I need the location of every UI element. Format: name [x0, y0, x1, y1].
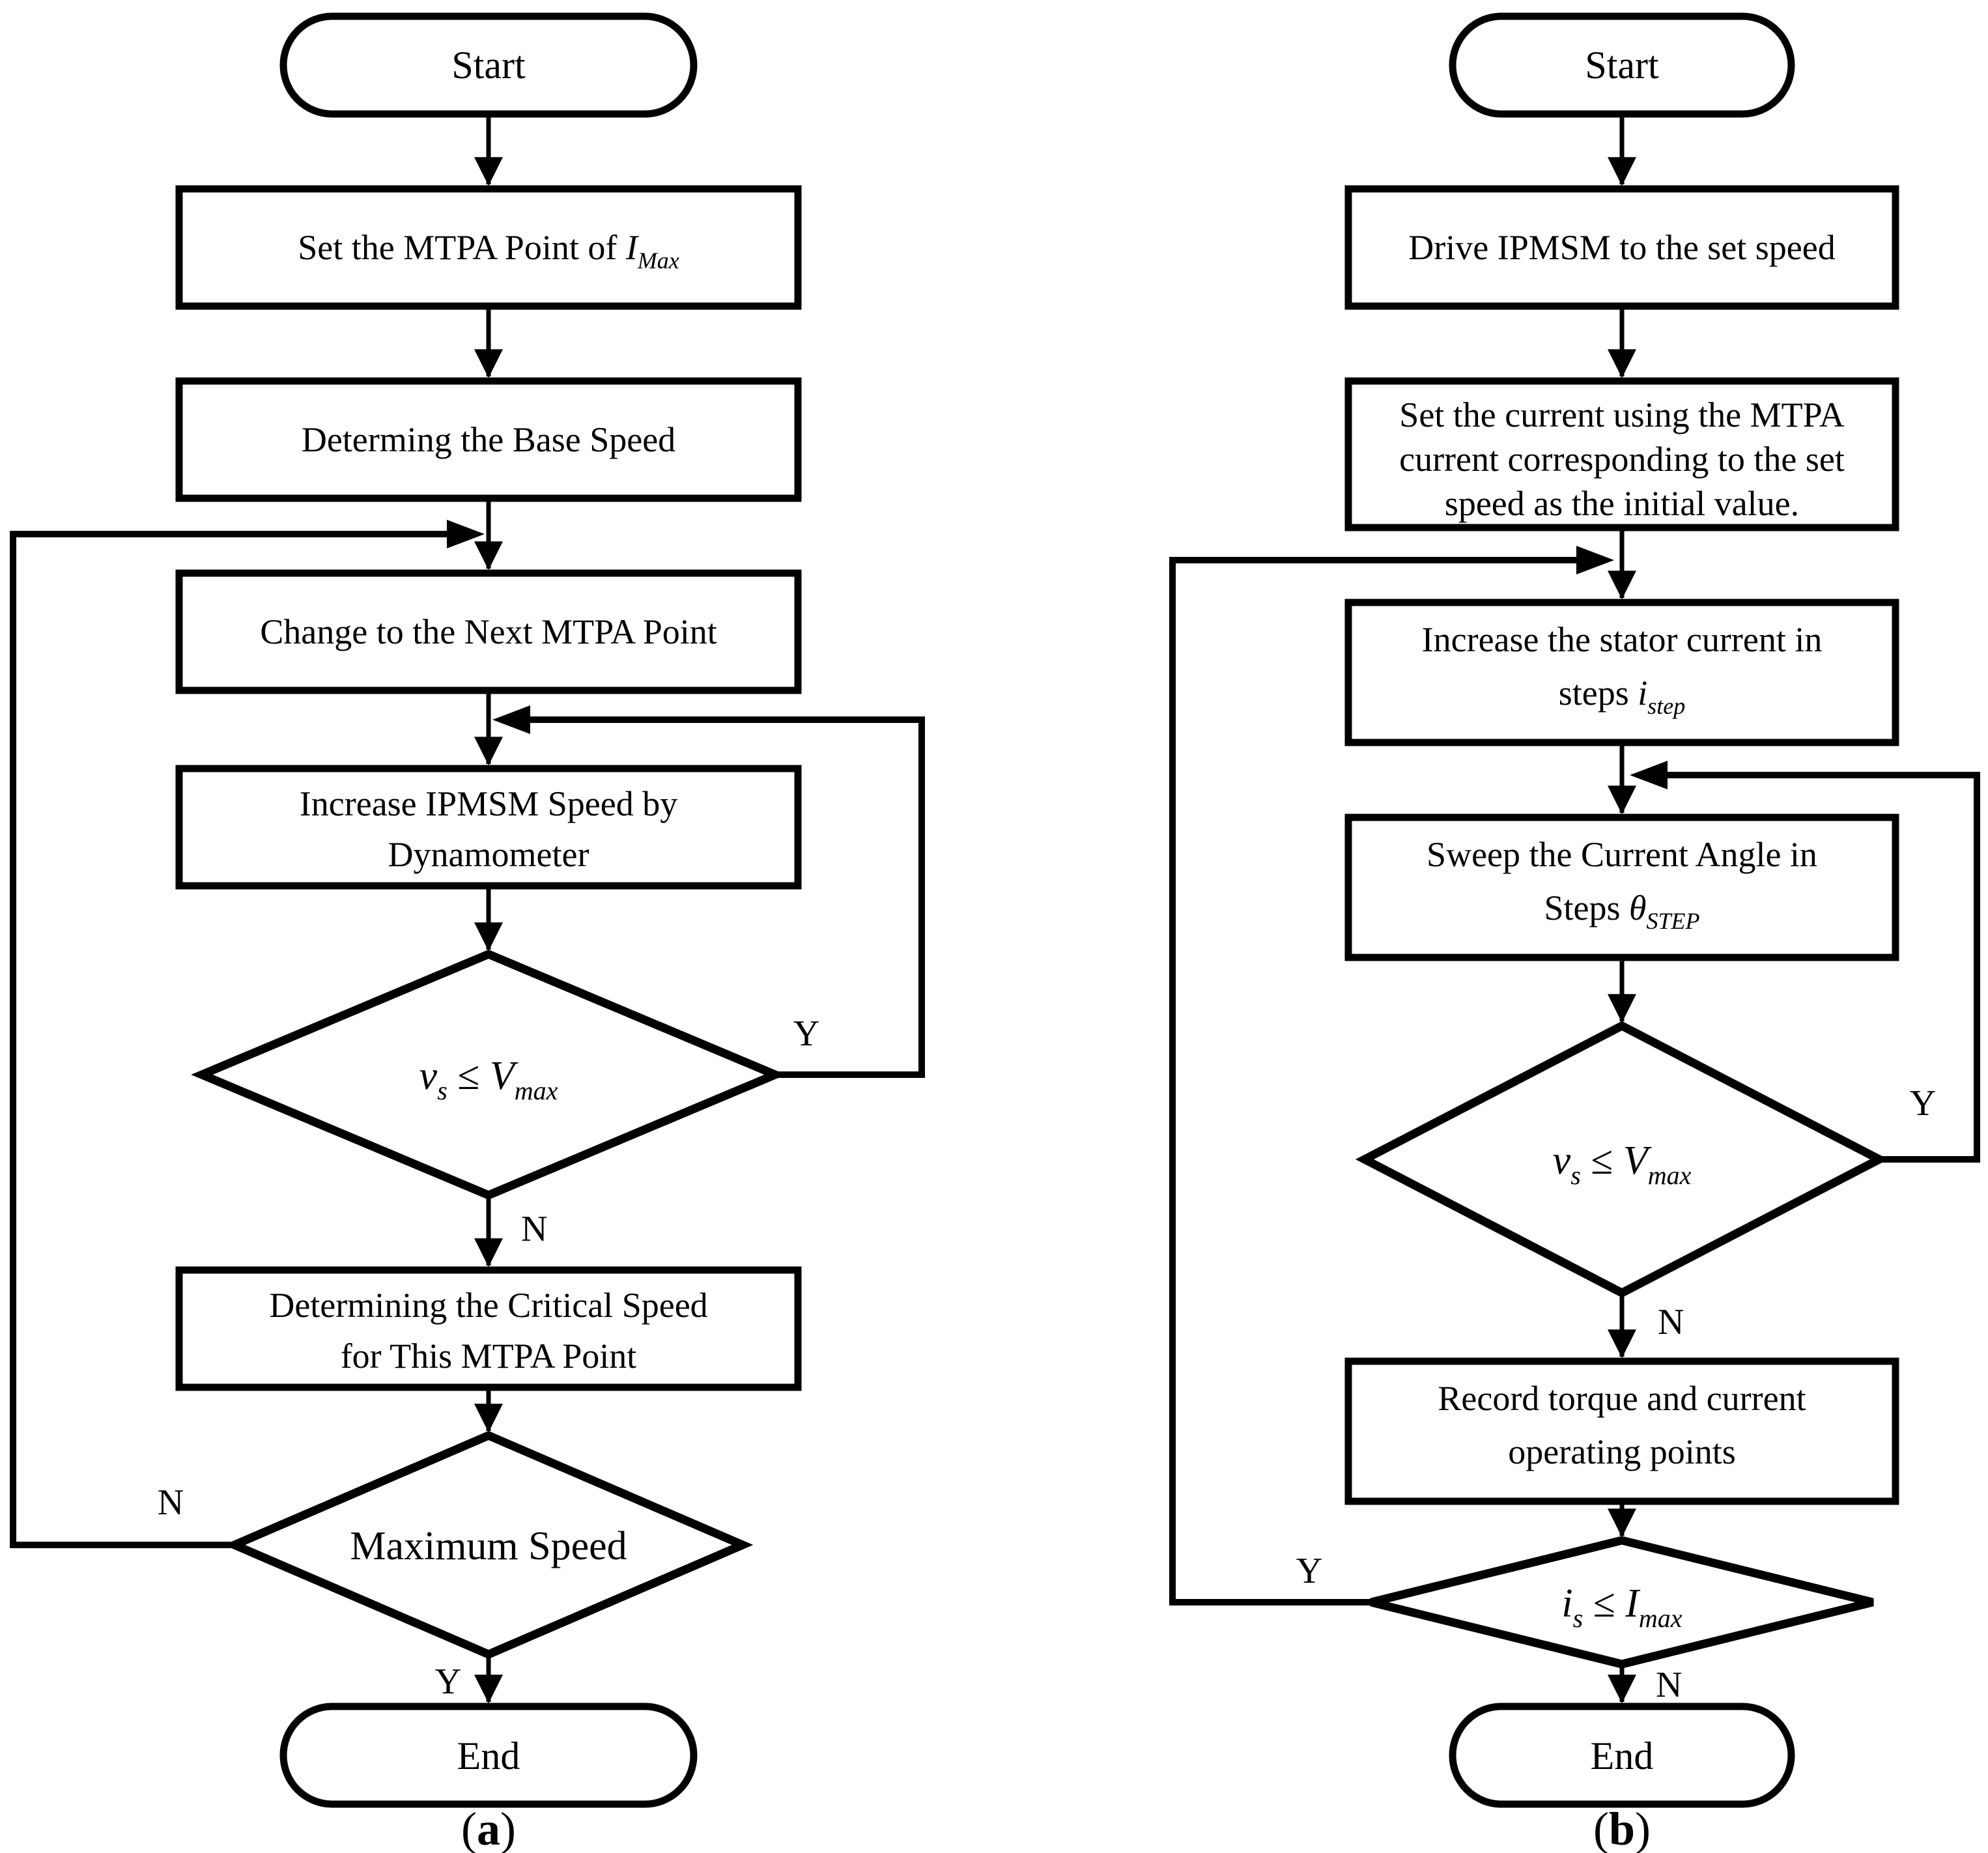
- label-no-currentcheck: N: [1656, 1665, 1682, 1705]
- process-change-next-mtpa-label: Change to the Next MTPA Point: [260, 612, 717, 651]
- process-increase-ipmsm-speed: [175, 765, 802, 890]
- loop-b-currentcheck-yes: [1169, 557, 1605, 1605]
- set-mtpa-sub: Max: [637, 248, 679, 274]
- caption-b: (b): [1593, 1803, 1651, 1853]
- process-sweep-current-angle: [1344, 813, 1899, 961]
- caption-b-open: (: [1593, 1803, 1609, 1853]
- decision-vs-vmax-b-label: vs ≤ Vmax: [1553, 1139, 1692, 1190]
- process-record-line1: Record torque and current: [1438, 1379, 1806, 1418]
- vs-var-a: v: [419, 1054, 438, 1098]
- label-no-maxspeed: N: [158, 1482, 184, 1523]
- steps-text-b2: Steps: [1544, 888, 1629, 927]
- imax-sub: max: [1639, 1604, 1683, 1633]
- label-yes-voltagecheck-a: Y: [793, 1013, 819, 1054]
- istep-var: i: [1638, 673, 1647, 713]
- decision-is-imax-label: is ≤ Imax: [1561, 1581, 1682, 1633]
- process-determine-critical-speed-line1: Determining the Critical Speed: [269, 1286, 707, 1325]
- caption-a-letter: a: [477, 1803, 500, 1853]
- vs-sub-b: s: [1570, 1161, 1581, 1190]
- leq-op-a1: ≤: [447, 1054, 490, 1098]
- process-set-current-line2: current corresponding to the set: [1399, 440, 1845, 479]
- decision-maximum-speed: [223, 1430, 754, 1660]
- set-mtpa-var: I: [625, 228, 640, 267]
- is-sub: s: [1573, 1604, 1583, 1633]
- loop-a-voltagecheck-yes: [502, 716, 925, 1078]
- process-increase-stator-line1: Increase the stator current in: [1422, 620, 1823, 659]
- process-drive-ipmsm-label: Drive IPMSM to the set speed: [1408, 228, 1835, 267]
- process-sweep-angle-line2: Steps θSTEP: [1544, 888, 1699, 934]
- decision-is-imax: [1370, 1536, 1874, 1669]
- vs-var-b: v: [1553, 1139, 1571, 1183]
- caption-b-letter: b: [1609, 1803, 1635, 1853]
- process-determine-base-speed-label: Determing the Base Speed: [302, 420, 675, 459]
- process-determine-critical-speed: [175, 1266, 802, 1391]
- leq-op-b2: ≤: [1583, 1581, 1625, 1626]
- imax-var: I: [1625, 1581, 1641, 1626]
- process-sweep-angle-line1: Sweep the Current Angle in: [1427, 835, 1817, 874]
- process-change-next-mtpa: [175, 569, 802, 694]
- process-set-mtpa-imax-label: Set the MTPA Point of IMax: [298, 228, 679, 274]
- arrowhead-b-yes-loop: [1630, 761, 1668, 789]
- decision-vs-vmax-a-label: vs ≤ Vmax: [419, 1054, 558, 1105]
- terminal-start-b-label: Start: [1585, 44, 1659, 87]
- loop-b-voltagecheck-yes: [1639, 772, 1980, 1163]
- label-no-voltagecheck-a: N: [521, 1209, 547, 1249]
- terminal-end-b: [1449, 1703, 1795, 1808]
- theta-var: θ: [1629, 888, 1647, 927]
- set-mtpa-text: Set the MTPA Point of: [298, 228, 626, 267]
- decision-vs-vmax-a: [191, 949, 786, 1200]
- decision-vs-vmax-b: [1355, 1021, 1889, 1298]
- decision-maximum-speed-label: Maximum Speed: [350, 1524, 627, 1568]
- terminal-end-b-label: End: [1591, 1734, 1654, 1777]
- process-set-current-initial: [1344, 377, 1899, 531]
- istep-sub: step: [1647, 693, 1685, 719]
- leq-op-b1: ≤: [1581, 1139, 1623, 1183]
- caption-a-close: ): [500, 1803, 516, 1853]
- vmax-sub-a: max: [515, 1076, 558, 1105]
- process-increase-stator-current: [1344, 599, 1899, 746]
- process-record-line2: operating points: [1508, 1432, 1735, 1471]
- arrowhead-a-no-loop: [447, 520, 485, 548]
- terminal-start-b: [1449, 12, 1795, 118]
- terminal-start-a: [279, 12, 698, 118]
- loop-a-maxspeed-no: [10, 531, 476, 1548]
- vmax-var-b: V: [1623, 1139, 1652, 1183]
- vmax-sub-b: max: [1648, 1161, 1692, 1190]
- terminal-start-a-label: Start: [451, 44, 526, 87]
- terminal-end-a-label: End: [457, 1734, 520, 1777]
- process-determine-base-speed: [175, 377, 802, 502]
- panel-b: Start Drive IPMSM to the set speed Set t…: [1169, 12, 1980, 1853]
- process-record-operating-points: [1344, 1357, 1899, 1505]
- label-yes-voltagecheck-b: Y: [1910, 1083, 1936, 1124]
- process-determine-critical-speed-line2: for This MTPA Point: [341, 1337, 637, 1376]
- arrowhead-b-yes-loop2: [1576, 546, 1614, 574]
- vs-sub-a: s: [437, 1076, 447, 1105]
- label-no-voltagecheck-b: N: [1658, 1302, 1684, 1342]
- terminal-end-a: [279, 1703, 698, 1808]
- process-increase-ipmsm-speed-line1: Increase IPMSM Speed by: [300, 784, 677, 823]
- process-drive-ipmsm: [1344, 185, 1899, 310]
- process-set-current-line1: Set the current using the MTPA: [1399, 395, 1844, 434]
- arrowhead-a-yes-loop: [492, 705, 530, 734]
- vmax-var-a: V: [490, 1054, 518, 1098]
- is-var: i: [1561, 1581, 1572, 1626]
- label-yes-maxspeed: Y: [435, 1662, 461, 1702]
- label-yes-currentcheck: Y: [1296, 1551, 1322, 1591]
- process-increase-ipmsm-speed-line2: Dynamometer: [388, 835, 589, 874]
- steps-text-b1: steps: [1559, 673, 1638, 713]
- process-increase-stator-line2: steps istep: [1559, 673, 1686, 719]
- panel-a: Start Set the MTPA Point of IMax Determi…: [10, 12, 925, 1853]
- process-set-current-line3: speed as the initial value.: [1445, 484, 1799, 523]
- caption-a-open: (: [461, 1803, 477, 1853]
- caption-b-close: ): [1635, 1803, 1651, 1853]
- theta-sub: STEP: [1647, 908, 1700, 934]
- caption-a: (a): [461, 1803, 516, 1853]
- process-set-mtpa-imax: [175, 185, 802, 310]
